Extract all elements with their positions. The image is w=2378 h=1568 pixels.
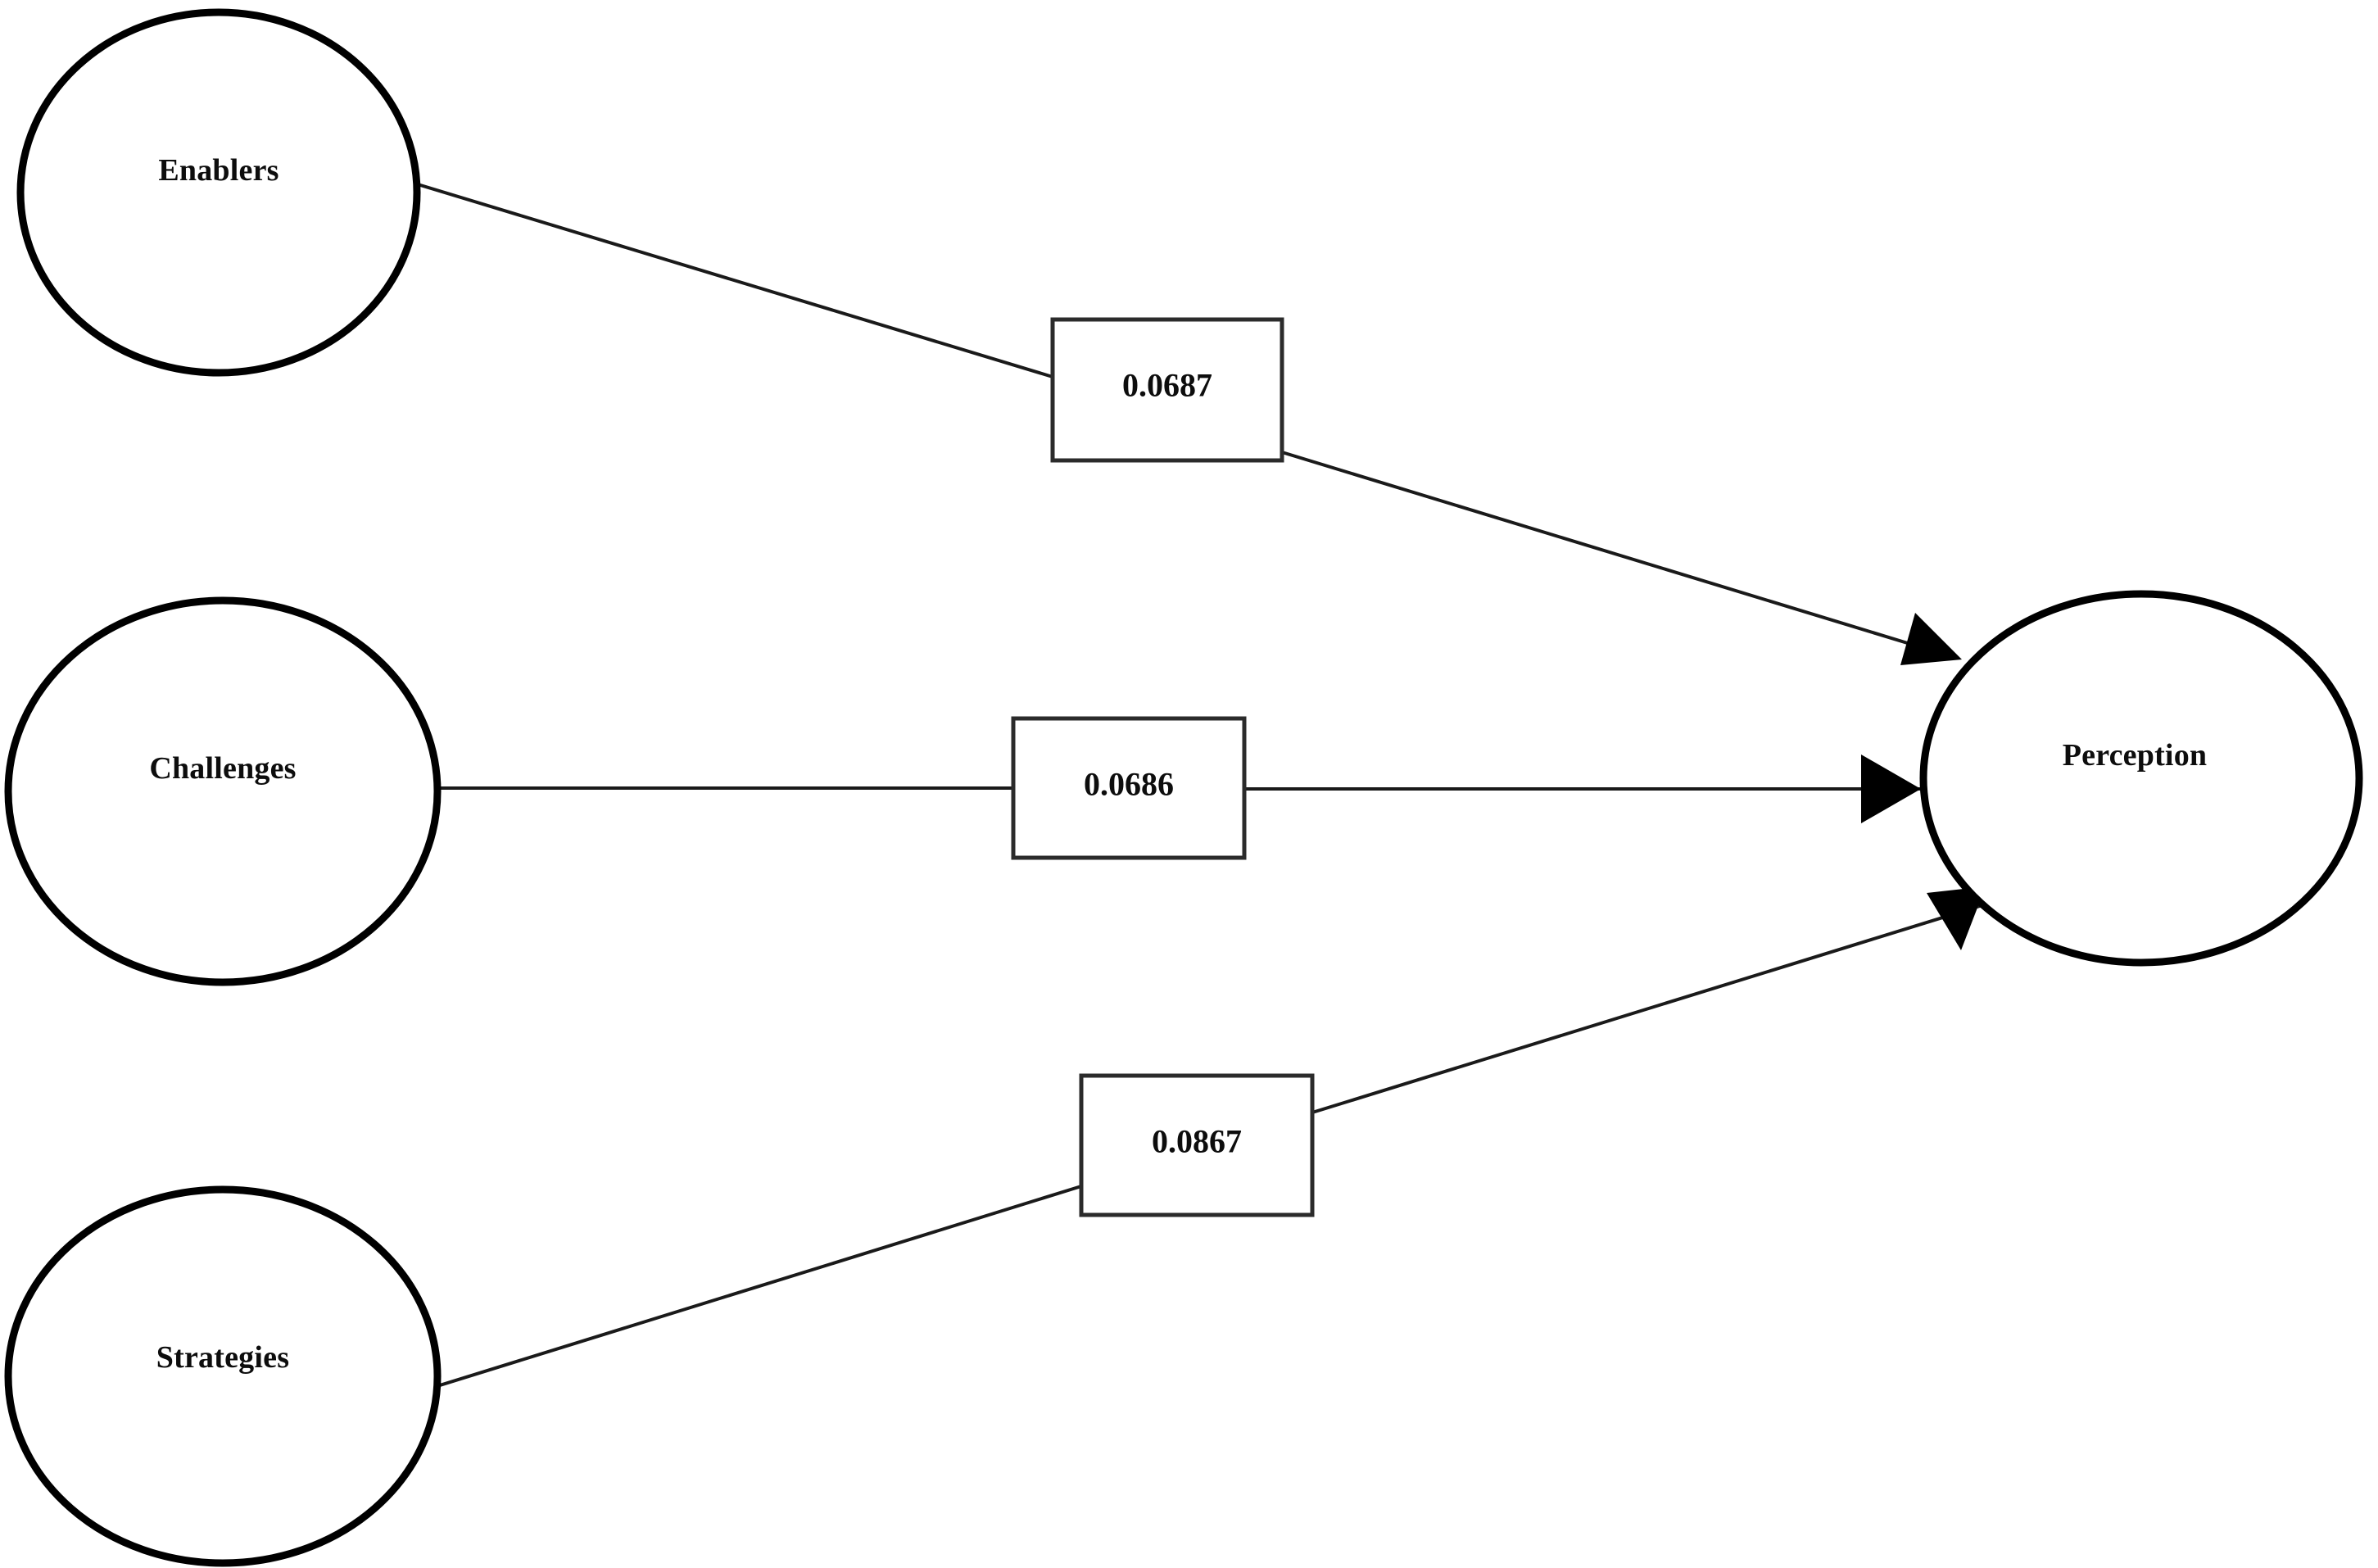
node-shape-challenges[interactable] [4, 596, 442, 986]
node-label-challenges: Challenges [149, 751, 297, 786]
node-shape-enablers[interactable] [16, 8, 421, 377]
coefficient-box-enablers[interactable] [1050, 317, 1284, 463]
node-label-enablers: Enablers [158, 153, 279, 188]
coefficient-label-enablers: 0.0687 [1122, 366, 1212, 404]
edge-line-enablers-to-box [409, 180, 1053, 378]
arrowhead-strategies-to-perception [1927, 886, 1986, 950]
edge-line-box-to-perception-top [1281, 451, 1922, 649]
edge-line-strategies-to-box [415, 1185, 1082, 1394]
node-label-perception: Perception [2062, 738, 2208, 773]
coefficient-box-challenges[interactable] [1011, 716, 1247, 860]
node-label-strategies: Strategies [156, 1340, 290, 1375]
arrowhead-challenges-to-perception [1861, 755, 1921, 823]
node-shape-strategies[interactable] [4, 1185, 442, 1567]
arrowhead-enablers-to-perception [1900, 613, 1962, 665]
coefficient-label-strategies: 0.0867 [1152, 1122, 1242, 1160]
coefficient-label-challenges: 0.0686 [1084, 765, 1174, 803]
coefficient-box-strategies[interactable] [1079, 1073, 1315, 1217]
node-shape-perception[interactable] [1919, 590, 2363, 967]
edge-line-box-to-perception-bottom [1311, 904, 1983, 1114]
